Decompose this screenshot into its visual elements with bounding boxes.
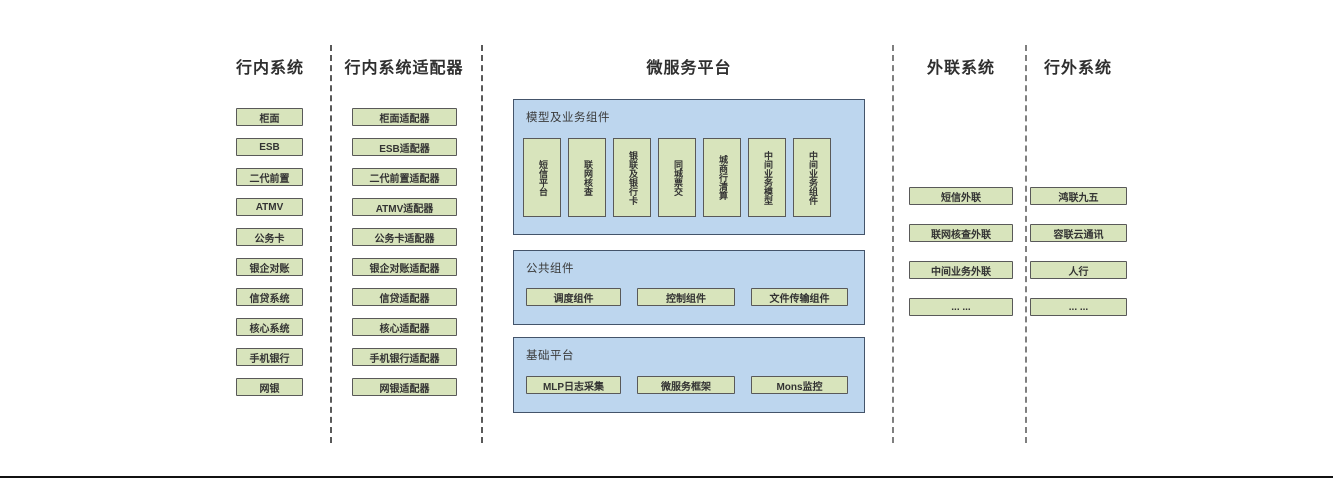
- panel-title: 公共组件: [526, 263, 574, 275]
- external-link-box: 短信外联: [909, 187, 1013, 205]
- base-platform-panel: 基础平台 MLP日志采集 微服务框架 Mons监控: [513, 337, 865, 413]
- internal-system-box: 核心系统: [236, 318, 303, 336]
- common-component-box: 调度组件: [526, 288, 621, 306]
- external-link-box: ... ...: [909, 298, 1013, 316]
- model-component-box: 中间业务组件: [793, 138, 831, 217]
- outside-system-box: 容联云通讯: [1030, 224, 1127, 242]
- bottom-rule: [0, 476, 1333, 478]
- model-component-box: 联网核查: [568, 138, 606, 217]
- column-header-internal-adapters: 行内系统适配器: [344, 60, 464, 77]
- internal-system-box: 公务卡: [236, 228, 303, 246]
- common-component-box: 文件传输组件: [751, 288, 848, 306]
- adapter-box: 公务卡适配器: [352, 228, 457, 246]
- adapter-box: 网银适配器: [352, 378, 457, 396]
- column-separator: [892, 45, 894, 443]
- adapter-box: 柜面适配器: [352, 108, 457, 126]
- column-separator: [1025, 45, 1027, 443]
- base-platform-box: 微服务框架: [637, 376, 735, 394]
- column-separator: [481, 45, 483, 443]
- external-link-column: 短信外联 联网核查外联 中间业务外联 ... ...: [909, 187, 1013, 335]
- model-component-row: 短信平台 联网核查 银联及银行卡 同城票交 城商行清算 中间业务模型 中间业务组…: [523, 138, 831, 217]
- adapter-box: 手机银行适配器: [352, 348, 457, 366]
- model-component-box: 同城票交: [658, 138, 696, 217]
- column-header-internal-systems: 行内系统: [235, 60, 304, 77]
- base-platform-row: MLP日志采集 微服务框架 Mons监控: [526, 376, 848, 394]
- panel-title: 模型及业务组件: [526, 112, 610, 124]
- base-platform-box: Mons监控: [751, 376, 848, 394]
- internal-system-box: 二代前置: [236, 168, 303, 186]
- adapter-box: 银企对账适配器: [352, 258, 457, 276]
- outside-system-box: 人行: [1030, 261, 1127, 279]
- column-header-microservice-platform: 微服务平台: [646, 60, 732, 77]
- internal-system-box: 柜面: [236, 108, 303, 126]
- adapter-box: 信贷适配器: [352, 288, 457, 306]
- panel-title: 基础平台: [526, 350, 574, 362]
- internal-adapters-column: 柜面适配器 ESB适配器 二代前置适配器 ATMV适配器 公务卡适配器 银企对账…: [352, 108, 457, 408]
- adapter-box: ATMV适配器: [352, 198, 457, 216]
- internal-system-box: ATMV: [236, 198, 303, 216]
- outside-system-box: ... ...: [1030, 298, 1127, 316]
- adapter-box: 二代前置适配器: [352, 168, 457, 186]
- internal-system-box: 网银: [236, 378, 303, 396]
- outside-system-box: 鸿联九五: [1030, 187, 1127, 205]
- external-link-box: 中间业务外联: [909, 261, 1013, 279]
- outside-systems-column: 鸿联九五 容联云通讯 人行 ... ...: [1030, 187, 1127, 335]
- model-component-box: 短信平台: [523, 138, 561, 217]
- model-component-box: 银联及银行卡: [613, 138, 651, 217]
- model-component-box: 城商行清算: [703, 138, 741, 217]
- base-platform-box: MLP日志采集: [526, 376, 621, 394]
- column-header-external-link-systems: 外联系统: [926, 60, 995, 77]
- internal-system-box: 信贷系统: [236, 288, 303, 306]
- adapter-box: 核心适配器: [352, 318, 457, 336]
- internal-systems-column: 柜面 ESB 二代前置 ATMV 公务卡 银企对账 信贷系统 核心系统 手机银行…: [236, 108, 303, 408]
- adapter-box: ESB适配器: [352, 138, 457, 156]
- common-component-box: 控制组件: [637, 288, 735, 306]
- external-link-box: 联网核查外联: [909, 224, 1013, 242]
- column-header-outside-bank-systems: 行外系统: [1043, 60, 1112, 77]
- common-component-row: 调度组件 控制组件 文件传输组件: [526, 288, 848, 306]
- model-component-box: 中间业务模型: [748, 138, 786, 217]
- model-business-components-panel: 模型及业务组件 短信平台 联网核查 银联及银行卡 同城票交 城商行清算 中间业务…: [513, 99, 865, 235]
- internal-system-box: 银企对账: [236, 258, 303, 276]
- column-separator: [330, 45, 332, 443]
- internal-system-box: ESB: [236, 138, 303, 156]
- common-components-panel: 公共组件 调度组件 控制组件 文件传输组件: [513, 250, 865, 325]
- internal-system-box: 手机银行: [236, 348, 303, 366]
